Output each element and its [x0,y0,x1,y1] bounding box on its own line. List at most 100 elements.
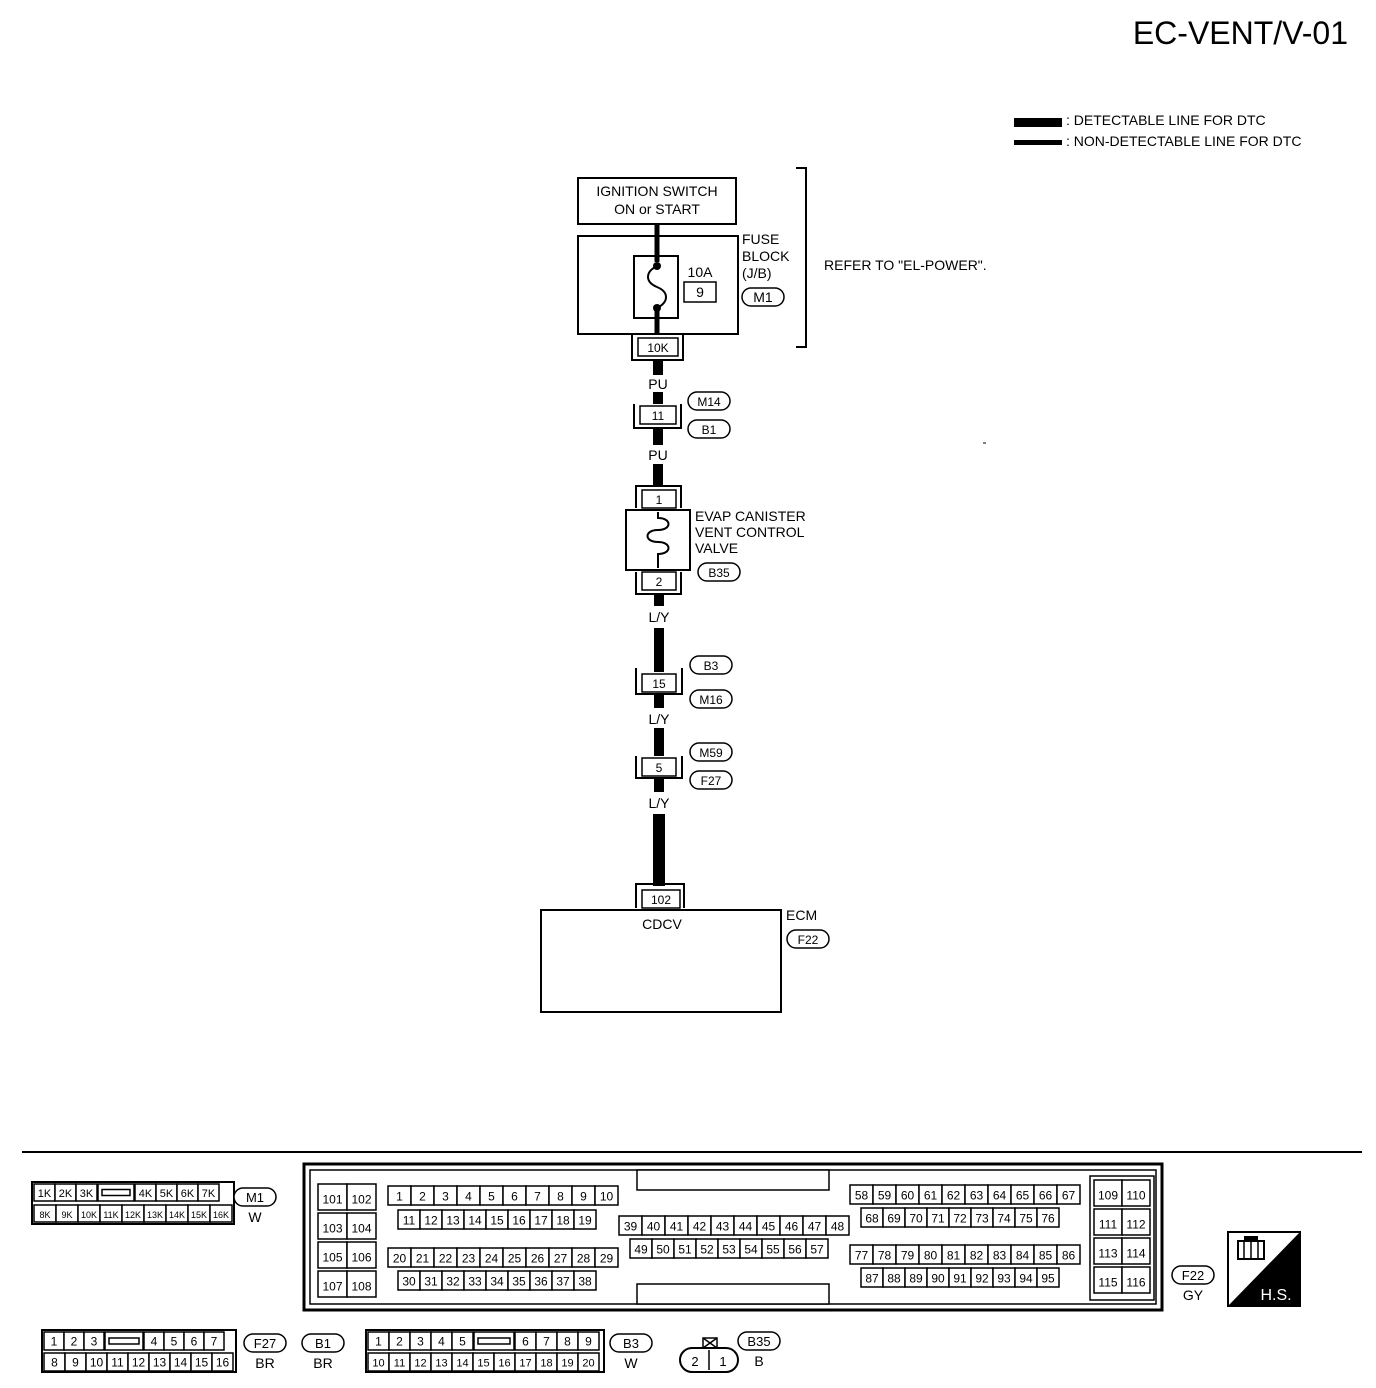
legend: : DETECTABLE LINE FOR DTC : NON-DETECTAB… [1014,112,1301,149]
joint-15-terminal: 15 [652,677,666,691]
b3-pin-10: 10 [372,1358,384,1370]
f22-left-group-pin-108: 108 [351,1280,371,1294]
joint-connector-5: 5 M59 F27 [635,742,733,790]
m1-pin-10K: 10K [81,1210,97,1220]
m1-pin-14K: 14K [169,1210,185,1220]
f22-cell [1036,1207,1060,1228]
f27-pin-14: 14 [174,1356,188,1370]
f27-pin-6: 6 [191,1335,198,1349]
f22-left-group-pin-107: 107 [322,1280,342,1294]
f22-pin-27: 27 [554,1251,568,1265]
f22-pin-7: 7 [534,1189,541,1203]
f22-pin-92: 92 [975,1271,989,1285]
m16-connector: M16 [699,693,723,707]
wire-color-ly-2: L/Y [648,711,670,727]
m1-pin-8K: 8K [39,1210,50,1220]
f22-cell [594,1185,619,1206]
f22-pin-35: 35 [512,1274,526,1288]
f22-right-group-pin-116: 116 [1126,1276,1145,1290]
b1-connector: B1 [702,423,717,437]
fuse-rating: 10A [688,264,714,280]
valve-label-3: VALVE [695,540,738,556]
m1-cell [75,1183,98,1202]
f22-pin-81: 81 [947,1248,961,1262]
f22-left-group-cell [317,1270,348,1298]
f22-pin-9: 9 [580,1189,587,1203]
joint-connector-15: 15 B3 M16 [635,655,733,709]
joint-connector-11: 11 M14 B1 [633,391,731,439]
f27-pin-16: 16 [216,1356,230,1370]
m59-connector-badge [689,742,733,762]
b3-pin-13: 13 [435,1358,447,1370]
wire-color-ly-3: L/Y [648,795,670,811]
f22-pin-24: 24 [485,1251,499,1265]
f22-pin-17: 17 [534,1213,548,1227]
f27-pin-4: 4 [151,1335,158,1349]
f22-pin-45: 45 [762,1219,776,1233]
f22-pin-5: 5 [488,1189,495,1203]
f27-pin-2: 2 [71,1335,78,1349]
f22-left-group-pin-101: 101 [322,1193,342,1207]
wire-color-pu-2: PU [648,447,667,463]
f22-pin-82: 82 [970,1248,984,1262]
f27-pin-10: 10 [90,1356,104,1370]
hs-label: H.S. [1260,1287,1291,1304]
b35-pin-1: 1 [719,1354,726,1369]
f22-right-group-pin-111: 111 [1099,1218,1118,1232]
fuse-block-terminal: 10K [631,334,684,361]
ignition-switch-label-1: IGNITION SWITCH [596,183,717,199]
f22-right-group-cell [1121,1179,1151,1207]
f22-pin-57: 57 [810,1242,824,1256]
f27-key [108,1337,140,1345]
f22-right-group-pin-112: 112 [1126,1218,1145,1232]
f22-pin-93: 93 [997,1271,1011,1285]
b3-pin-9: 9 [585,1335,592,1349]
f22-pin-30: 30 [402,1274,416,1288]
f22-left-group-cell [346,1241,377,1269]
f22-left-group-pin-104: 104 [351,1222,371,1236]
f22-pin-18: 18 [556,1213,570,1227]
f22-pin-32: 32 [446,1274,460,1288]
f22-pin-53: 53 [722,1242,736,1256]
f22-pin-75: 75 [1019,1211,1033,1225]
b3-cell [451,1331,474,1351]
f22-pin-55: 55 [766,1242,780,1256]
valve-pin-bottom: 2 [656,575,663,589]
m1-cell [209,1204,233,1223]
b3-pin-14: 14 [456,1358,468,1370]
m1-pin-1K: 1K [38,1188,52,1200]
valve-label-2: VENT CONTROL [695,524,805,540]
b3-pin-8: 8 [564,1335,571,1349]
f22-pin-22: 22 [439,1251,453,1265]
f22-pin-68: 68 [865,1211,879,1225]
ecm-signal: CDCV [642,916,682,932]
f27-connector-view-color: BR [255,1355,274,1371]
f22-right-group-pin-109: 109 [1098,1189,1118,1203]
b3-pin-20: 20 [582,1358,594,1370]
solenoid-coil-icon [646,512,670,568]
fuse-block-connector: M1 [753,289,773,305]
f27-pin-7: 7 [211,1335,218,1349]
f22-pin-36: 36 [534,1274,548,1288]
f27-connector: F27 [701,774,722,788]
f22-pin-28: 28 [577,1251,591,1265]
f22-pin-61: 61 [924,1188,938,1202]
m1-cell [197,1183,220,1202]
f22-pin-10: 10 [600,1189,614,1203]
f22-right-group-pin-113: 113 [1098,1247,1117,1261]
m1-pin-4K: 4K [139,1188,153,1200]
f22-left-group-cell [317,1183,348,1211]
fuse-icon [647,265,667,309]
m1-key [101,1188,131,1197]
f22-cell [573,1270,597,1291]
b3-connector-badge [689,655,733,675]
ecm: 102 CDCV ECM F22 [540,883,830,1013]
f22-connector-view-badge [1171,1265,1215,1285]
m1-pin-11K: 11K [103,1210,118,1220]
f22-pin-84: 84 [1016,1248,1030,1262]
m59-connector: M59 [699,746,723,760]
f22-pin-23: 23 [462,1251,476,1265]
f22-left-group-cell [346,1183,377,1211]
f22-pin-37: 37 [556,1274,570,1288]
